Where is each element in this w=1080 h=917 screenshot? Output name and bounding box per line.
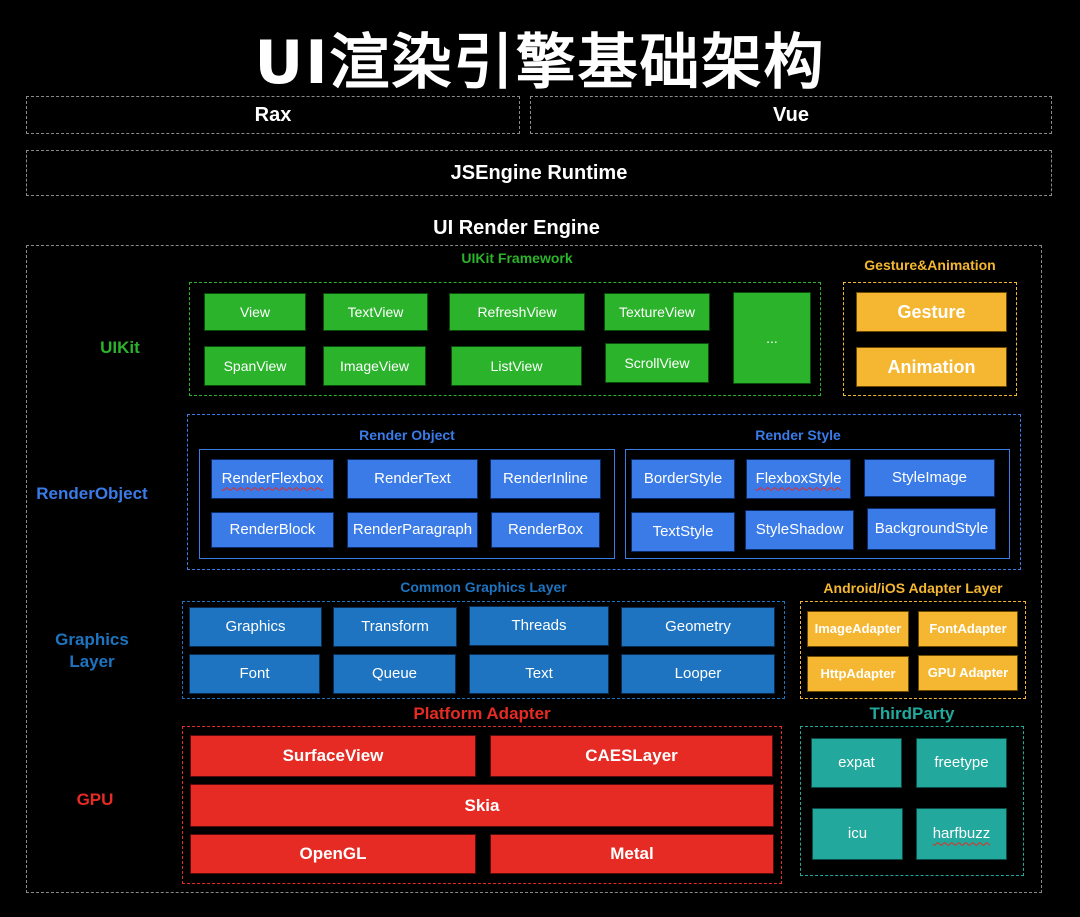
rax-layer: Rax	[26, 96, 520, 134]
render-style-title: Render Style	[755, 427, 841, 443]
more-components: ...	[733, 292, 811, 384]
platform-adapter-title: Platform Adapter	[413, 704, 551, 723]
styleimage-box: StyleImage	[864, 459, 995, 497]
animation-box: Animation	[856, 347, 1007, 387]
textstyle-box: TextStyle	[631, 512, 735, 552]
caeslayer-box: CAESLayer	[490, 735, 773, 777]
borderstyle-box: BorderStyle	[631, 459, 735, 499]
scrollview-component: ScrollView	[605, 343, 709, 383]
skia-box: Skia	[190, 784, 774, 827]
freetype-box: freetype	[916, 738, 1007, 788]
adapter-layer-title: Android/iOS Adapter Layer	[823, 580, 1003, 596]
graphics-box: Graphics	[189, 607, 322, 647]
uikit-label: UIKit	[100, 338, 140, 357]
fontadapter-box: FontAdapter	[918, 611, 1018, 647]
render-style-panel	[625, 449, 1010, 559]
uikit-framework-group	[189, 282, 821, 396]
font-box: Font	[189, 654, 320, 694]
common-graphics-layer-group	[182, 601, 785, 699]
backgroundstyle-box: BackgroundStyle	[867, 508, 996, 550]
styleshadow-box: StyleShadow	[745, 510, 854, 550]
harfbuzz-box: harfbuzz	[916, 808, 1007, 860]
gesture-animation-title: Gesture&Animation	[864, 257, 996, 273]
icu-box: icu	[812, 808, 903, 860]
spanview-component: SpanView	[204, 346, 306, 386]
common-graphics-layer-title: Common Graphics Layer	[400, 579, 567, 595]
threads-box: Threads	[469, 606, 609, 646]
uikit-framework-title: UIKit Framework	[461, 250, 573, 266]
render-object-title: Render Object	[359, 427, 455, 443]
refreshview-component: RefreshView	[449, 293, 585, 331]
imageadapter-box: ImageAdapter	[807, 611, 909, 647]
metal-box: Metal	[490, 834, 774, 874]
looper-box: Looper	[621, 654, 775, 694]
gesture-animation-group	[843, 282, 1017, 396]
gesture-box: Gesture	[856, 292, 1007, 332]
ui-render-engine-container	[26, 245, 1042, 893]
platform-adapter-group	[182, 726, 782, 884]
thirdparty-title: ThirdParty	[869, 704, 955, 723]
textview-component: TextView	[323, 293, 428, 331]
adapter-layer-group	[800, 601, 1026, 699]
geometry-box: Geometry	[621, 607, 775, 647]
renderblock-box: RenderBlock	[211, 512, 334, 548]
renderbox-box: RenderBox	[491, 512, 600, 548]
renderinline-box: RenderInline	[490, 459, 601, 499]
imageview-component: ImageView	[323, 346, 426, 386]
renderparagraph-box: RenderParagraph	[347, 512, 478, 548]
thirdparty-group	[800, 726, 1024, 876]
render-object-panel	[199, 449, 615, 559]
listview-component: ListView	[451, 346, 582, 386]
opengl-box: OpenGL	[190, 834, 476, 874]
textureview-component: TextureView	[604, 293, 710, 331]
text-box: Text	[469, 654, 609, 694]
transform-box: Transform	[333, 607, 457, 647]
jsengine-runtime-layer: JSEngine Runtime	[26, 150, 1052, 196]
graphics-layer-label: Graphics Layer	[55, 630, 129, 672]
renderobject-group	[187, 414, 1021, 570]
gpu-adapter-box: GPU Adapter	[918, 655, 1018, 691]
flexboxstyle-box: FlexboxStyle	[746, 459, 851, 499]
gpu-label: GPU	[76, 790, 114, 809]
ui-render-engine-title: UI Render Engine	[433, 217, 600, 239]
queue-box: Queue	[333, 654, 456, 694]
view-component: View	[204, 293, 306, 331]
renderflexbox-box: RenderFlexbox	[211, 459, 334, 499]
surfaceview-box: SurfaceView	[190, 735, 476, 777]
vue-layer: Vue	[530, 96, 1052, 134]
httpadapter-box: HttpAdapter	[807, 656, 909, 692]
renderobject-label: RenderObject	[36, 484, 148, 503]
expat-box: expat	[811, 738, 902, 788]
rendertext-box: RenderText	[347, 459, 478, 499]
page-title: UI渲染引擎基础架构	[254, 28, 826, 98]
